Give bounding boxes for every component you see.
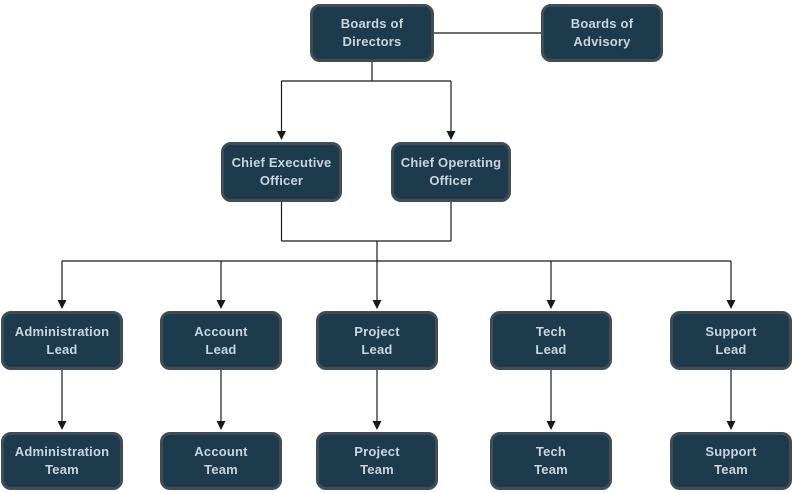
node-label: Account Lead	[194, 323, 248, 357]
node-label: Project Team	[354, 444, 400, 477]
node-label: Support Team	[705, 444, 757, 477]
node-boards-of-advisory[interactable]: Boards of Advisory	[541, 4, 663, 62]
node-administration-team[interactable]: Administration Team	[1, 432, 123, 490]
node-label: Tech Team	[534, 444, 568, 477]
node-label: Support Lead	[705, 323, 757, 357]
node-label: Administration Lead	[14, 323, 110, 357]
node-label: Tech Lead	[535, 323, 567, 357]
node-label: Chief Executive Officer	[231, 155, 332, 188]
node-account-team[interactable]: Account Team	[160, 432, 282, 490]
node-label: Account Team	[194, 444, 248, 477]
node-administration-lead[interactable]: Administration Lead	[1, 311, 123, 370]
node-label: Project Lead	[354, 323, 400, 357]
node-tech-lead[interactable]: Tech Lead	[490, 311, 612, 370]
node-label: Chief Operating Officer	[400, 155, 502, 188]
node-account-lead[interactable]: Account Lead	[160, 311, 282, 370]
node-support-lead[interactable]: Support Lead	[670, 311, 792, 370]
node-tech-team[interactable]: Tech Team	[490, 432, 612, 490]
node-label: Boards of Directors	[340, 16, 404, 49]
node-project-team[interactable]: Project Team	[316, 432, 438, 490]
node-chief-operating-officer[interactable]: Chief Operating Officer	[391, 142, 511, 202]
node-project-lead[interactable]: Project Lead	[316, 311, 438, 370]
node-support-team[interactable]: Support Team	[670, 432, 792, 490]
node-label: Administration Team	[14, 444, 110, 477]
node-chief-executive-officer[interactable]: Chief Executive Officer	[221, 142, 342, 202]
node-boards-of-directors[interactable]: Boards of Directors	[310, 4, 434, 62]
node-label: Boards of Advisory	[570, 16, 634, 49]
